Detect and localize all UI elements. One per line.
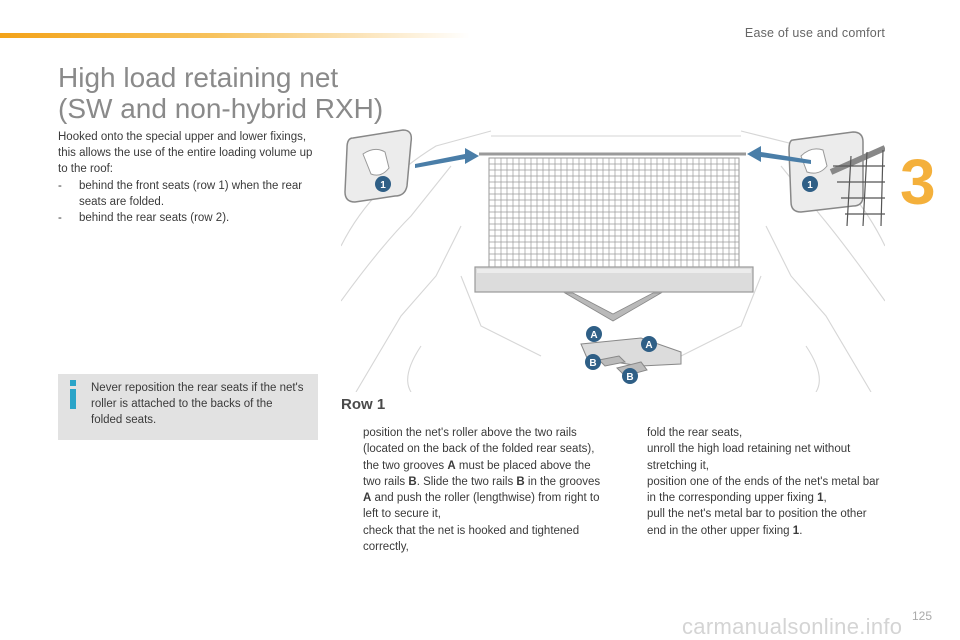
instruction-step: check that the net is hooked and tighten… [341, 523, 601, 556]
page-title-line1: High load retaining net [58, 62, 339, 93]
net-installation-illustration: 1 1 A A B B [341, 126, 885, 392]
callout-1-left: 1 [380, 180, 386, 191]
step-text: the two grooves [363, 459, 448, 472]
callout-a-left: A [590, 330, 597, 341]
step-text: must be placed above the two rails [363, 459, 591, 488]
step-text: position the net's roller above the two … [363, 427, 595, 456]
intro-text: Hooked onto the special upper and lower … [58, 129, 323, 226]
section-title-row1: Row 1 [341, 396, 386, 413]
dash-mark: - [58, 212, 62, 225]
step-text: position one of the ends of the net's me… [647, 475, 880, 505]
step-text: unroll the high load retaining net witho… [647, 443, 851, 472]
part-reference: 1 [817, 492, 824, 505]
right-fixing-inset [788, 131, 885, 227]
intro-item-text: behind the rear seats (row 2). [79, 212, 230, 225]
intro-paragraph: Hooked onto the special upper and lower … [58, 131, 313, 176]
intro-item: - behind the front seats (row 1) when th… [58, 178, 323, 210]
header-accent-bar [0, 33, 470, 38]
instruction-step: unroll the high load retaining net witho… [625, 441, 887, 474]
part-reference: B [408, 475, 417, 488]
step-text: . [799, 524, 803, 537]
section-header: Ease of use and comfort [744, 26, 885, 40]
step-text: and push the roller (lengthwise) from ri… [363, 492, 600, 521]
callout-a-right: A [645, 340, 652, 351]
step-text: . Slide the two rails [416, 475, 517, 488]
info-icon [68, 380, 78, 410]
instructions-column-1: position the net's roller above the two … [341, 425, 601, 555]
intro-item-text: behind the front seats (row 1) when the … [79, 179, 303, 208]
chapter-number: 3 [900, 146, 936, 218]
instruction-step: the two grooves A must be placed above t… [341, 458, 601, 523]
info-box: Never reposition the rear seats if the n… [58, 374, 318, 440]
step-text: check that the net is hooked and tighten… [363, 524, 580, 554]
page-title-line2: (SW and non-hybrid RXH) [58, 93, 384, 124]
dash-mark: - [58, 179, 62, 192]
down-arrow-icon [563, 292, 663, 322]
instruction-step: fold the rear seats, [625, 425, 887, 441]
instruction-step: position one of the ends of the net's me… [625, 474, 887, 507]
part-reference: 1 [792, 524, 800, 537]
page-number: 125 [912, 609, 933, 623]
step-text: , [823, 492, 827, 505]
callout-b-left: B [589, 358, 596, 369]
step-text: pull the net's metal bar to position the… [647, 508, 867, 537]
part-reference: A [363, 492, 372, 505]
page-title: High load retaining net (SW and non-hybr… [58, 62, 383, 124]
instruction-step: pull the net's metal bar to position the… [625, 506, 887, 539]
info-text: Never reposition the rear seats if the n… [91, 382, 304, 426]
part-reference: A [447, 459, 456, 472]
intro-item: - behind the rear seats (row 2). [58, 210, 323, 226]
callout-1-right: 1 [807, 180, 813, 191]
left-fixing-inset [344, 129, 413, 203]
instruction-step: position the net's roller above the two … [341, 425, 601, 458]
step-text: fold the rear seats, [647, 427, 743, 439]
watermark: carmanualsonline.info [682, 614, 903, 639]
callout-b-right: B [626, 372, 633, 383]
part-reference: B [516, 475, 525, 488]
instructions-column-2: fold the rear seats, unroll the high load… [625, 425, 887, 539]
step-text: in the grooves [524, 475, 601, 488]
